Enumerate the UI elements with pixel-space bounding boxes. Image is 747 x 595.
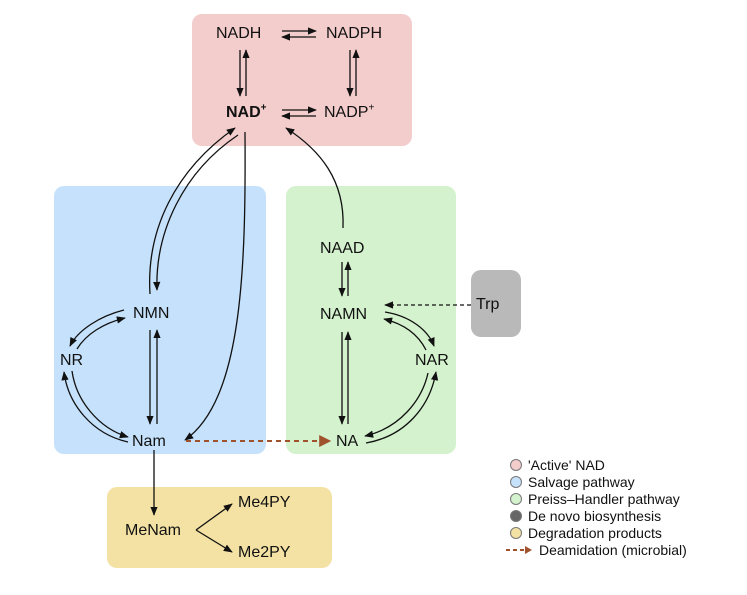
arrow-menam-to-me2py [195, 529, 233, 553]
legend-label-deamidation: Deamidation (microbial) [539, 542, 687, 558]
arrow-na-to-nar [365, 371, 439, 444]
legend-item-preiss-handler: Preiss–Handler pathway [510, 491, 680, 507]
arrow-nad-to-nmn [153, 134, 239, 291]
arrow-nmn-to-nad [148, 127, 236, 295]
arrow-menam-to-me4py [195, 503, 233, 531]
legend-label-de-novo: De novo biosynthesis [528, 508, 662, 524]
arrow-nar-to-na [364, 372, 429, 438]
node-nar: NAR [415, 352, 449, 369]
node-namn: NAMN [320, 306, 368, 323]
legend-item-deamidation: Deamidation (microbial) [505, 542, 687, 558]
node-me4py: Me4PY [238, 494, 291, 511]
node-nad-plus: NAD+ [226, 102, 267, 122]
node-nadp-text: NADP [324, 104, 369, 121]
node-menam: MeNam [125, 522, 182, 539]
active-nad-box [192, 14, 412, 146]
arrow-namn-to-nar [384, 311, 435, 347]
legend-swatch-preiss-handler [510, 493, 522, 505]
salvage-pathway-box [54, 186, 266, 454]
node-nam: Nam [132, 433, 166, 450]
arrow-nmn-to-nr [69, 309, 125, 347]
arrow-nar-to-namn [383, 317, 427, 351]
degradation-box [107, 487, 332, 568]
legend-label-active-nad: 'Active' NAD [528, 457, 605, 473]
legend-label-salvage: Salvage pathway [528, 474, 635, 490]
node-trp: Trp [476, 296, 500, 313]
arrow-nr-to-nmn [76, 316, 126, 350]
node-nad-charge: + [260, 102, 267, 114]
legend-item-salvage: Salvage pathway [510, 474, 635, 490]
legend-swatch-degradation [510, 527, 522, 539]
legend-swatch-de-novo [510, 510, 522, 522]
node-nr: NR [60, 352, 84, 369]
legend-item-active-nad: 'Active' NAD [510, 457, 605, 473]
node-nmn: NMN [133, 305, 170, 322]
legend-item-degradation: Degradation products [510, 525, 662, 541]
legend-label-degradation: Degradation products [528, 525, 662, 541]
node-nadh: NADH [216, 25, 262, 42]
arrow-nam-to-nr [61, 371, 129, 443]
legend-swatch-salvage [510, 476, 522, 488]
arrow-nr-to-nam [71, 370, 129, 439]
de-novo-box [471, 270, 521, 337]
legend-item-de-novo: De novo biosynthesis [510, 508, 661, 524]
legend-swatch-active-nad [510, 459, 522, 471]
node-naad: NAAD [320, 240, 365, 257]
node-me2py: Me2PY [238, 544, 291, 561]
legend-swatch-deamidation [506, 546, 532, 554]
node-nadp-charge: + [368, 102, 375, 114]
arrow-nad-to-nam [184, 131, 246, 441]
node-nadph: NADPH [326, 25, 383, 42]
arrow-naad-to-nad [285, 127, 344, 229]
preiss-handler-box [286, 186, 456, 454]
node-na: NA [336, 433, 359, 450]
legend-label-preiss-handler: Preiss–Handler pathway [528, 491, 680, 507]
node-nadp-plus: NADP+ [324, 102, 375, 122]
node-nad-text: NAD [226, 104, 261, 121]
